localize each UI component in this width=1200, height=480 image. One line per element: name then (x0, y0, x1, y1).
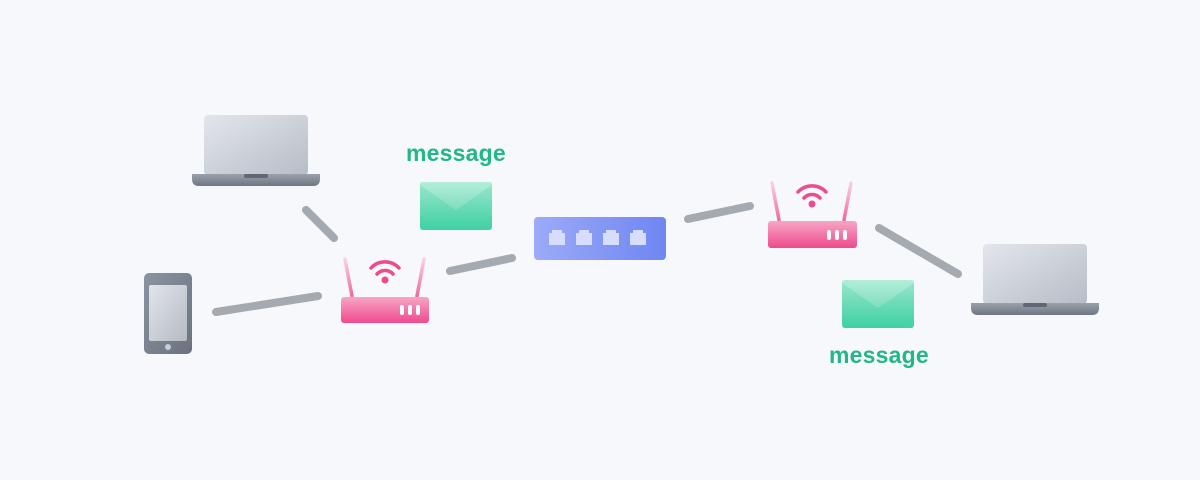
envelope-icon (420, 182, 492, 230)
laptop-right (971, 244, 1099, 315)
message-label-right: message (829, 342, 929, 368)
network-switch-icon (534, 217, 666, 260)
wifi-router-icon (768, 181, 857, 248)
router-left (341, 257, 429, 323)
laptop-icon (192, 115, 320, 186)
wifi-router-icon (341, 257, 429, 323)
link-laptop-left-to-router (302, 206, 338, 242)
wifi-signal-icon (796, 184, 828, 200)
network-links (212, 202, 962, 316)
link-router-right-to-laptop (875, 224, 962, 278)
link-switch-to-router-right (684, 202, 754, 223)
link-router-left-to-switch (446, 254, 516, 275)
laptop-left (192, 115, 320, 186)
smartphone (144, 273, 192, 354)
laptop-icon (971, 244, 1099, 315)
router-right (768, 181, 857, 248)
network-switch (534, 217, 666, 260)
message-label-left: message (406, 140, 506, 166)
message-envelope-right (842, 280, 914, 328)
smartphone-icon (144, 273, 192, 354)
link-phone-to-router (212, 292, 322, 316)
wifi-signal-icon (369, 260, 401, 276)
message-envelope-left (420, 182, 492, 230)
envelope-icon (842, 280, 914, 328)
